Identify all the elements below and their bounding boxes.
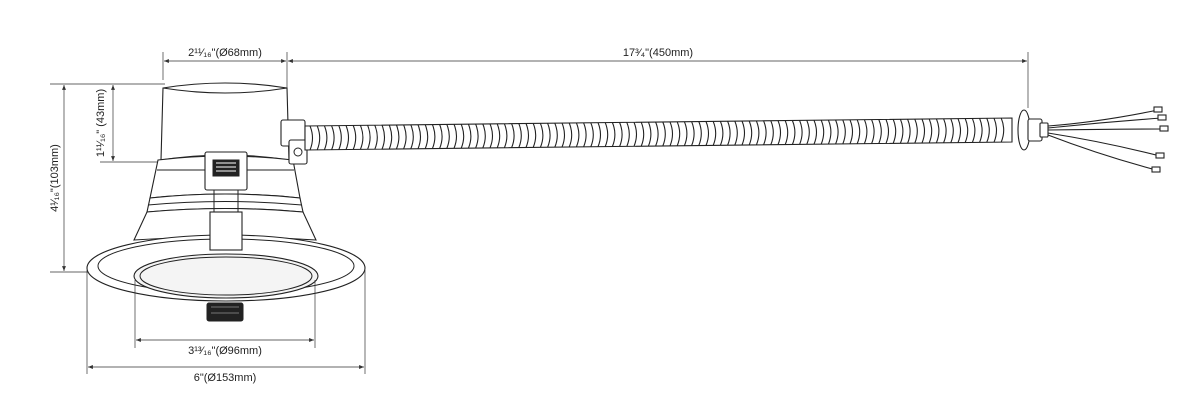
cable-length-label: 17³⁄₄"(450mm) (623, 47, 693, 59)
can-height-dimension: 1¹¹⁄₁₆" (43mm) (95, 85, 160, 163)
flexible-conduit (304, 117, 1013, 151)
lens-diameter-label: 3¹³⁄₁₆"(Ø96mm) (188, 345, 262, 357)
lens-diameter-dimension: 3¹³⁄₁₆"(Ø96mm) (134, 280, 316, 357)
trim-diameter-label: 6"(Ø153mm) (194, 372, 257, 384)
overall-height-label: 4¹⁄₁₆"(103mm) (49, 144, 61, 212)
cable-end-connector (1017, 109, 1049, 151)
can-diameter-dimension: 2¹¹⁄₁₆"(Ø68mm) (162, 47, 288, 90)
wire-leads (1047, 106, 1169, 173)
can-diameter-label: 2¹¹⁄₁₆"(Ø68mm) (188, 47, 262, 59)
cable-length-dimension: 17³⁄₄"(450mm) (288, 47, 1029, 108)
downlight-fixture (86, 82, 366, 322)
can-height-label: 1¹¹⁄₁₆" (43mm) (95, 89, 107, 157)
trim-diameter-dimension: 6"(Ø153mm) (86, 270, 366, 384)
